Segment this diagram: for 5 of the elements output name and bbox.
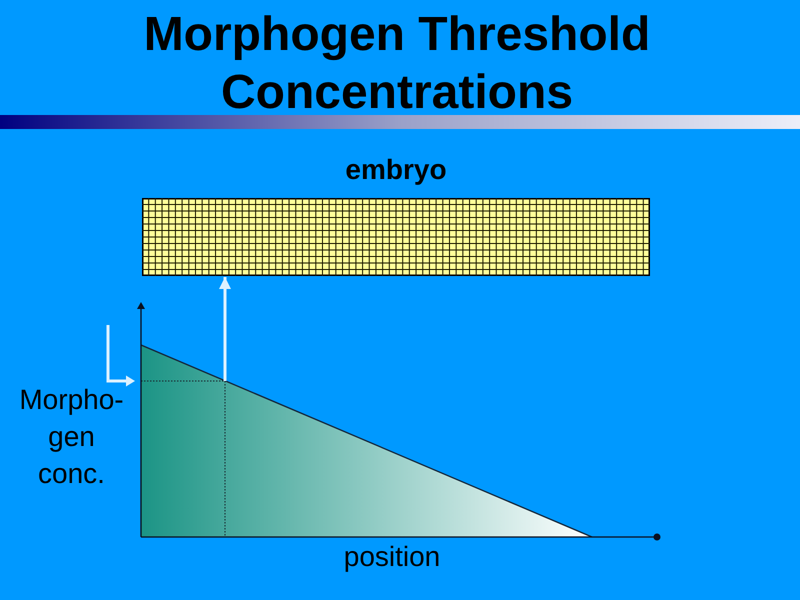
axis-label: Morpho- gen conc. bbox=[18, 383, 125, 491]
title: Morphogen Threshold Concentrations bbox=[142, 7, 652, 121]
arrow bbox=[219, 277, 231, 381]
embryo-label: embryo bbox=[345, 153, 447, 187]
axis-label: position bbox=[344, 540, 440, 574]
